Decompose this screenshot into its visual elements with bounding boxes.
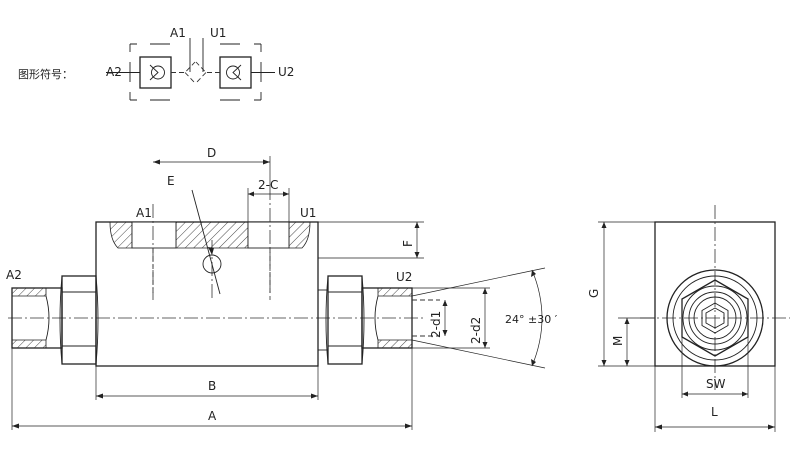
label-g: G xyxy=(587,289,601,298)
symbol-label-u2: U2 xyxy=(278,65,294,79)
label-b: B xyxy=(208,379,216,393)
label-2c: 2-C xyxy=(258,178,278,192)
symbol-caption: 图形符号： xyxy=(18,68,73,81)
label-f: F xyxy=(401,240,415,247)
label-u1: U1 xyxy=(300,206,316,220)
port-u1-section xyxy=(288,221,311,249)
right-nut xyxy=(327,275,363,365)
side-view: G M SW L xyxy=(587,205,790,432)
label-a: A xyxy=(208,409,217,423)
check-valve-left xyxy=(139,56,172,89)
label-a1: A1 xyxy=(136,206,152,220)
label-a2: A2 xyxy=(6,268,22,282)
front-view: D E 2-C A1 U1 F A2 U2 2-d1 2-d2 xyxy=(6,146,558,430)
symbol-label-a2: A2 xyxy=(106,65,122,79)
check-valve-right xyxy=(219,56,252,89)
label-e: E xyxy=(167,174,175,188)
symbol-label-u1: U1 xyxy=(210,26,226,40)
label-l: L xyxy=(711,405,718,419)
label-u2: U2 xyxy=(396,270,412,284)
label-angle: 24° ±30 ′ xyxy=(505,313,558,326)
label-sw: SW xyxy=(706,377,726,391)
label-2d1: 2-d1 xyxy=(429,311,443,338)
label-d: D xyxy=(207,146,216,160)
symbol-label-a1: A1 xyxy=(170,26,186,40)
label-m: M xyxy=(611,336,625,346)
side-hex xyxy=(681,279,749,357)
hydraulic-symbol: 图形符号： A1 U1 A2 U2 xyxy=(18,26,294,101)
left-nut xyxy=(61,275,97,365)
port-a1-section xyxy=(109,221,133,249)
label-2d2: 2-d2 xyxy=(469,317,483,344)
side-port-outer xyxy=(666,269,764,367)
